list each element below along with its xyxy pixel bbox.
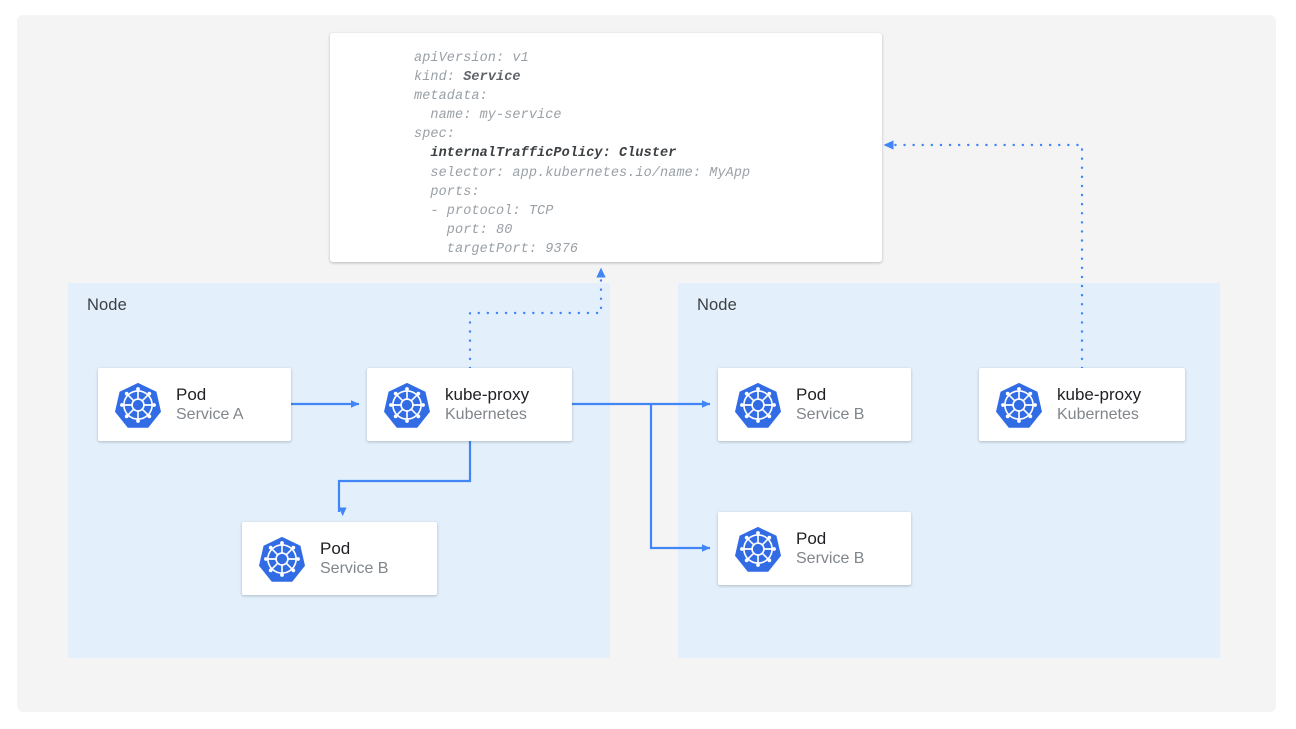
yaml-line: port: 80	[414, 222, 513, 238]
card-pod-service-b-left[interactable]: Pod Service B	[242, 522, 437, 595]
card-title: Pod	[176, 385, 207, 405]
card-text: Pod Service B	[320, 538, 388, 579]
card-text: kube-proxy Kubernetes	[1057, 384, 1141, 425]
card-text: Pod Service B	[796, 384, 864, 425]
card-pod-service-b-right-bottom[interactable]: Pod Service B	[718, 512, 911, 585]
card-subtitle: Service A	[176, 406, 244, 424]
kubernetes-icon	[735, 382, 781, 428]
card-text: Pod Service A	[176, 384, 244, 425]
yaml-line: apiVersion: v1	[414, 51, 529, 66]
service-manifest-card: apiVersion: v1 kind: Service metadata: n…	[330, 33, 882, 262]
yaml-line: targetPort: 9376	[414, 241, 579, 257]
node-container-left: Node	[68, 283, 610, 658]
yaml-value-bold: Service	[463, 70, 521, 86]
card-title: Pod	[320, 539, 351, 559]
yaml-line: ports:	[414, 184, 480, 200]
card-title: kube-proxy	[445, 385, 530, 405]
yaml-line: name: my-service	[414, 108, 562, 124]
yaml-key: kind:	[414, 70, 464, 86]
yaml-line-highlighted: internalTrafficPolicy: Cluster	[414, 146, 677, 162]
card-subtitle: Kubernetes	[1057, 406, 1139, 424]
card-title: Pod	[796, 529, 827, 549]
node-container-right: Node	[678, 283, 1220, 658]
node-label: Node	[87, 296, 127, 314]
card-kube-proxy-right[interactable]: kube-proxy Kubernetes	[979, 368, 1185, 441]
yaml-line: selector: app.kubernetes.io/name: MyApp	[414, 165, 751, 181]
yaml-line: - protocol: TCP	[414, 203, 554, 219]
card-pod-service-a[interactable]: Pod Service A	[98, 368, 291, 441]
yaml-line: kind: Service	[414, 68, 874, 87]
card-title: kube-proxy	[1057, 385, 1142, 405]
card-text: Pod Service B	[796, 528, 864, 569]
service-manifest-code: apiVersion: v1 kind: Service metadata: n…	[414, 49, 874, 262]
kubernetes-icon	[259, 536, 305, 582]
kubernetes-icon	[384, 382, 430, 428]
card-pod-service-b-right-top[interactable]: Pod Service B	[718, 368, 911, 441]
card-subtitle: Service B	[320, 560, 389, 578]
card-text: kube-proxy Kubernetes	[445, 384, 529, 425]
card-subtitle: Kubernetes	[445, 406, 527, 424]
yaml-line: metadata:	[414, 89, 488, 105]
kubernetes-icon	[735, 526, 781, 572]
yaml-line: spec:	[414, 127, 456, 143]
card-title: Pod	[796, 385, 827, 405]
card-kube-proxy-left[interactable]: kube-proxy Kubernetes	[367, 368, 572, 441]
node-label: Node	[697, 296, 737, 314]
card-subtitle: Service B	[796, 406, 865, 424]
card-subtitle: Service B	[796, 550, 865, 568]
kubernetes-icon	[996, 382, 1042, 428]
kubernetes-icon	[115, 382, 161, 428]
